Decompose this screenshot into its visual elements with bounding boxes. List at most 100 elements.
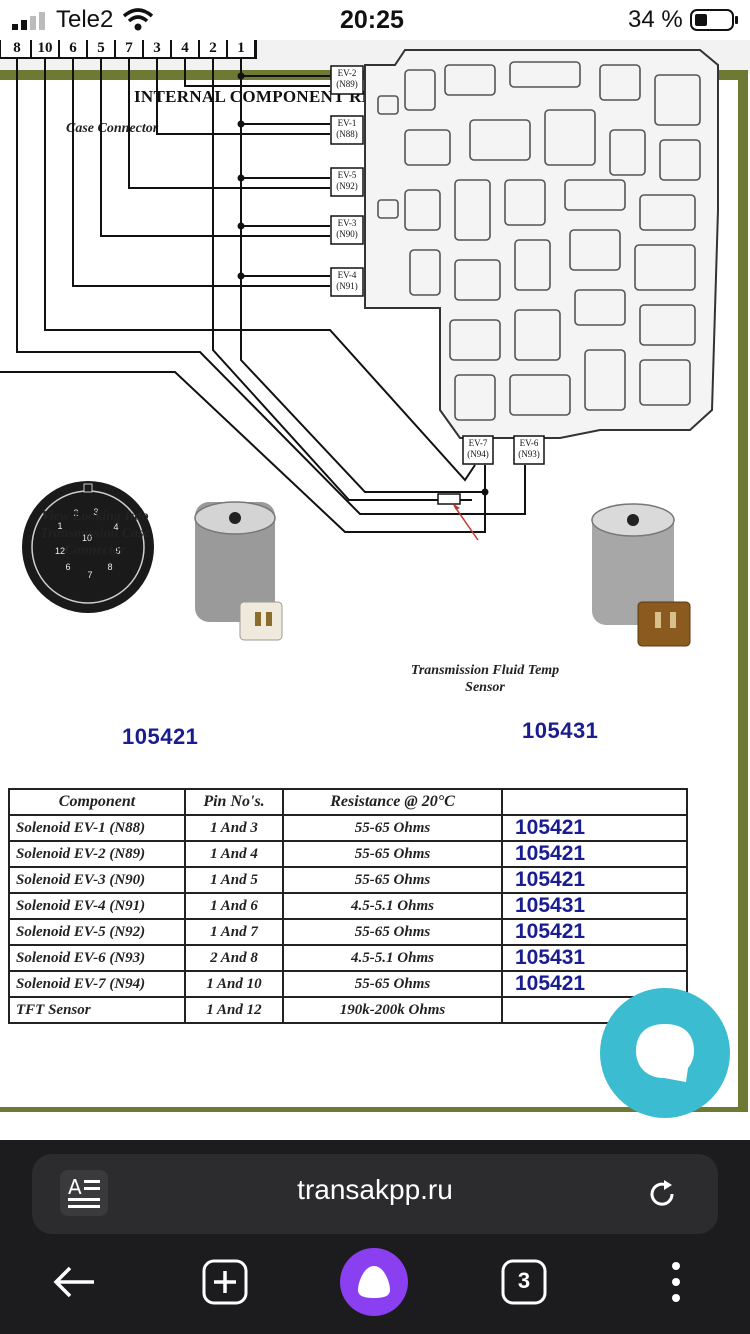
plug-pin-label: 5 [115, 546, 120, 556]
cell-resistance: 55-65 Ohms [282, 970, 503, 998]
alice-assistant-button[interactable] [340, 1248, 408, 1316]
cell-component: Solenoid EV-3 (N90) [8, 866, 186, 894]
connector-wires [0, 58, 526, 533]
cell-resistance: 4.5-5.1 Ohms [282, 892, 503, 920]
wiring-diagram: 8 10 6 5 7 3 4 2 1 [0, 31, 719, 647]
tft-pointer-arrow [454, 506, 479, 541]
battery-icon [690, 9, 738, 31]
round-connector-plug [22, 481, 154, 613]
header-part [501, 788, 688, 816]
solenoid-name-label: EV-3 [338, 218, 357, 228]
connector-pin-label: 1 [237, 40, 245, 56]
connector-pin-label: 2 [209, 40, 217, 56]
cell-pins: 1 And 3 [184, 814, 284, 842]
cell-resistance: 55-65 Ohms [282, 866, 503, 894]
connector-pin-label: 7 [125, 40, 133, 56]
cell-part-number: 105421 [501, 918, 688, 946]
plug-pin-label: 6 [65, 562, 70, 572]
solenoid-code-label: (N94) [467, 449, 489, 459]
more-menu-icon[interactable] [652, 1258, 700, 1306]
cell-resistance: 55-65 Ohms [282, 918, 503, 946]
solenoid-name-label: EV-4 [338, 270, 357, 280]
cellular-signal-icon [12, 12, 45, 30]
plug-pin-label: 3 [93, 507, 98, 517]
tabs-button[interactable]: 3 [500, 1258, 548, 1306]
status-bar: Tele2 20:25 34 % [0, 0, 750, 40]
cell-part-number: 105421 [501, 866, 688, 894]
cell-component: Solenoid EV-4 (N91) [8, 892, 186, 920]
cell-pins: 1 And 6 [184, 892, 284, 920]
cell-pins: 1 And 5 [184, 866, 284, 894]
cell-resistance: 55-65 Ohms [282, 814, 503, 842]
header-pins: Pin No's. [184, 788, 284, 816]
svg-text:A: A [68, 1175, 82, 1199]
reload-icon[interactable] [646, 1178, 678, 1210]
plug-pin-label: 7 [87, 570, 92, 580]
chat-widget-button[interactable] [600, 988, 730, 1118]
cell-resistance: 4.5-5.1 Ohms [282, 944, 503, 972]
carrier-name: Tele2 [56, 6, 114, 33]
connector-pin-label: 8 [13, 40, 21, 56]
solenoid-photo-105421 [194, 501, 283, 641]
cell-component: Solenoid EV-2 (N89) [8, 840, 186, 868]
cell-resistance: 190k-200k Ohms [282, 996, 503, 1024]
valve-body-passages [377, 61, 701, 421]
clock: 20:25 [340, 6, 404, 34]
plug-pin-label: 4 [113, 522, 118, 532]
cell-component: Solenoid EV-6 (N93) [8, 944, 186, 972]
connector-view-caption: View Looking Into Transmission Case Conn… [40, 509, 150, 558]
case-connector-label: Case Connector [66, 121, 159, 136]
cell-part-number: 105431 [501, 944, 688, 972]
cell-resistance: 55-65 Ohms [282, 840, 503, 868]
back-arrow-icon[interactable] [50, 1258, 98, 1306]
solenoid-name-label: EV-6 [520, 438, 539, 448]
new-tab-icon[interactable] [201, 1258, 249, 1306]
part-number-left: 105421 [122, 724, 199, 749]
solenoid-code-label: (N89) [336, 79, 358, 89]
valve-body [364, 49, 719, 439]
plug-pin-label: 1 [57, 521, 62, 531]
reader-mode-icon[interactable]: A [60, 1170, 108, 1216]
header-component: Component [8, 788, 186, 816]
tabs-icon [501, 1259, 547, 1305]
cell-component: Solenoid EV-1 (N88) [8, 814, 186, 842]
solenoid-code-label: (N92) [336, 181, 358, 191]
cell-component: Solenoid EV-7 (N94) [8, 970, 186, 998]
solenoid-name-label: EV-2 [338, 68, 357, 78]
plug-pin-label: 10 [82, 533, 92, 543]
plug-pin-label: 12 [55, 546, 65, 556]
tft-sensor-caption: Transmission Fluid Temp Sensor [410, 663, 560, 695]
solenoid-code-label: (N90) [336, 229, 358, 239]
cell-component: Solenoid EV-5 (N92) [8, 918, 186, 946]
solenoid-name-label: EV-5 [338, 170, 357, 180]
connector-pin-label: 10 [38, 40, 53, 56]
cell-pins: 2 And 8 [184, 944, 284, 972]
tft-sensor-symbol [437, 493, 461, 505]
header-resistance: Resistance @ 20°C [282, 788, 503, 816]
chat-icon [636, 1024, 694, 1082]
cell-pins: 1 And 7 [184, 918, 284, 946]
cell-part-number: 105421 [501, 840, 688, 868]
url-text[interactable]: transakpp.ru [297, 1174, 453, 1205]
solenoid-plugs [330, 65, 545, 465]
tab-count: 3 [517, 1268, 531, 1293]
cell-pins: 1 And 10 [184, 970, 284, 998]
cell-pins: 1 And 4 [184, 840, 284, 868]
connector-pin-label: 4 [181, 40, 189, 56]
cell-pins: 1 And 12 [184, 996, 284, 1024]
plug-pin-label: 2 [73, 508, 78, 518]
alice-icon [358, 1266, 390, 1298]
connector-pin-label: 5 [97, 40, 105, 56]
battery-percentage: 34 % [628, 6, 683, 33]
solenoid-code-label: (N88) [336, 129, 358, 139]
address-bar[interactable] [32, 1154, 718, 1234]
cell-component: TFT Sensor [8, 996, 186, 1024]
